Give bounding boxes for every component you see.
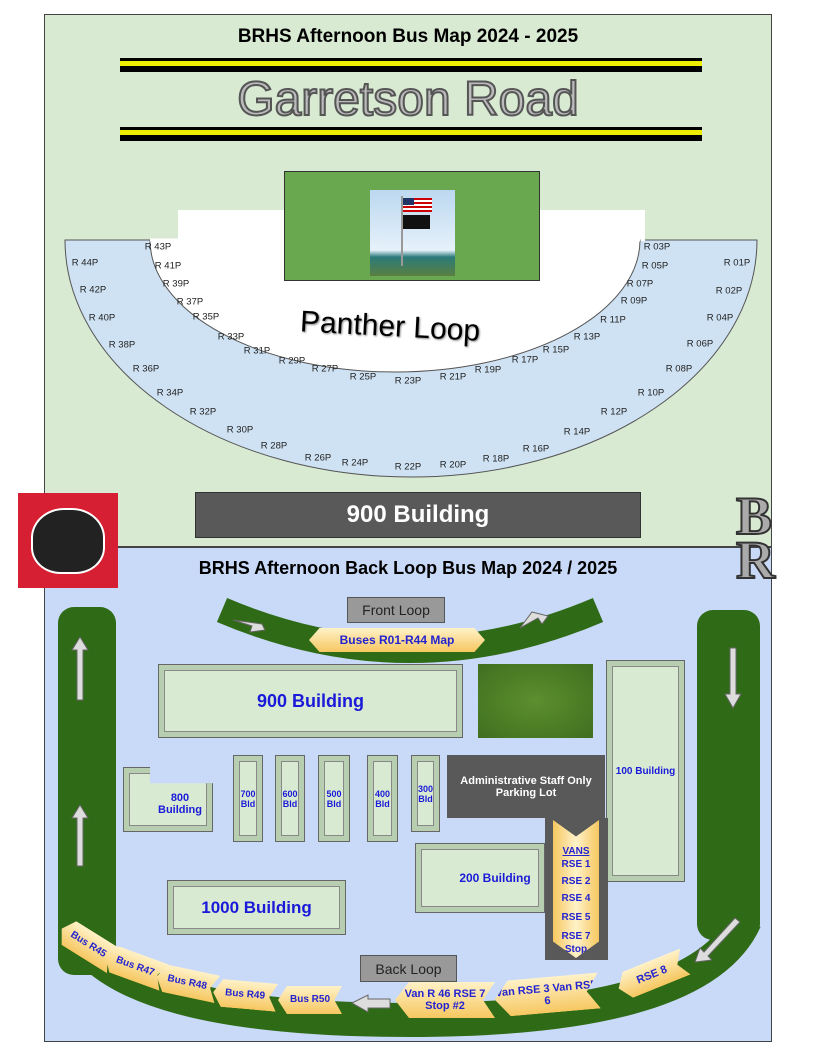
bus-stall-label: R 03P <box>643 241 671 253</box>
arrow-down-icon <box>724 647 742 710</box>
bus-stall-label: R 35P <box>192 311 220 323</box>
van-item: RSE 2 <box>561 876 591 887</box>
bottom-title: BRHS Afternoon Back Loop Bus Map 2024 / … <box>198 558 618 578</box>
bus-stall-label: R 17P <box>511 354 539 366</box>
bus-stall-label: R 30P <box>226 424 254 436</box>
building-700: 700 Bld <box>233 755 263 842</box>
arrow-left-icon <box>350 994 391 1013</box>
bus-stall-label: R 29P <box>278 355 306 367</box>
bus-stall-label: R 43P <box>144 241 172 253</box>
panther-logo <box>18 493 118 588</box>
building-400: 400 Bld <box>367 755 398 842</box>
bus-stall-label: R 32P <box>189 406 217 418</box>
bus-stall-label: R 37P <box>176 296 204 308</box>
bus-stall-label: R 40P <box>88 312 116 324</box>
left-road <box>58 607 116 975</box>
arrow-right-icon <box>232 619 266 633</box>
vans-arrow: VANS RSE 1 RSE 2 RSE 4 RSE 5 RSE 7 Stop … <box>553 820 599 958</box>
building-1000: 1000 Building <box>167 880 346 935</box>
bus-stall-label: R 42P <box>79 284 107 296</box>
bus-stall-label: R 38P <box>108 339 136 351</box>
bus-stall-label: R 09P <box>620 295 648 307</box>
building-300: 300 Bld <box>411 755 440 832</box>
bus-stall-label: R 02P <box>715 285 743 297</box>
grass-field <box>478 664 593 738</box>
bus-stall-label: R 18P <box>482 453 510 465</box>
bus-stall-label: R 05P <box>641 260 669 272</box>
bus-stall-label: R 11P <box>600 314 626 326</box>
bus-stall-label: R 27P <box>311 363 339 375</box>
bus-stall-label: R 07P <box>626 278 654 290</box>
building-100: 100 Building <box>606 660 685 882</box>
bus-stall-label: R 13P <box>573 331 601 343</box>
bus-stall-label: R 14P <box>563 426 591 438</box>
bus-stall-label: R 08P <box>665 363 693 375</box>
van-item: RSE 1 <box>561 859 591 870</box>
vans-heading: VANS <box>562 846 590 857</box>
bus-chevron: Bus R50 <box>278 986 342 1014</box>
bus-chevron: Van R 46 RSE 7 Stop #2 <box>395 982 495 1018</box>
flagpole-photo <box>370 190 455 276</box>
top-900-building: 900 Building <box>195 492 641 538</box>
building-600: 600 Bld <box>275 755 305 842</box>
pow-flag-icon <box>402 215 430 229</box>
bus-stall-label: R 20P <box>439 459 467 471</box>
bus-stall-label: R 01P <box>723 257 751 269</box>
road-stripe-top <box>120 58 702 72</box>
bus-chevron: Bus R49 <box>212 978 278 1011</box>
bus-stall-label: R 41P <box>154 260 182 272</box>
van-item: RSE 4 <box>561 893 591 904</box>
bus-stall-label: R 04P <box>706 312 734 324</box>
bus-stall-label: R 12P <box>600 406 628 418</box>
bus-stall-label: R 16P <box>522 443 550 455</box>
van-item: RSE 5 <box>561 912 591 923</box>
bus-stall-label: R 23P <box>394 375 422 387</box>
front-loop-arrow: Buses R01-R44 Map <box>309 628 485 652</box>
bus-stall-label: R 44P <box>71 257 99 269</box>
bus-stall-label: R 21P <box>439 371 467 383</box>
bus-stall-label: R 24P <box>341 457 369 469</box>
road-name: Garretson Road <box>236 72 580 127</box>
arrow-up-icon <box>71 804 89 867</box>
building-200: 200 Building <box>415 843 545 913</box>
bus-stall-label: R 22P <box>394 461 422 473</box>
arrow-up-right-icon <box>519 611 549 629</box>
bus-stall-label: R 26P <box>304 452 332 464</box>
building-800: 800 Building <box>158 792 202 816</box>
bus-stall-label: R 36P <box>132 363 160 375</box>
road-stripe-bottom <box>120 127 702 141</box>
bus-stall-label: R 06P <box>686 338 714 350</box>
front-loop-label: Front Loop <box>347 597 445 623</box>
bus-stall-label: R 19P <box>474 364 502 376</box>
bus-stall-label: R 39P <box>162 278 190 290</box>
admin-parking-lot: Administrative Staff Only Parking Lot <box>447 755 605 818</box>
bus-stall-label: R 33P <box>217 331 245 343</box>
bus-stall-label: R 34P <box>156 387 184 399</box>
building-500: 500 Bld <box>318 755 350 842</box>
bus-stall-label: R 28P <box>260 440 288 452</box>
bus-stall-label: R 15P <box>542 344 570 356</box>
top-title: BRHS Afternoon Bus Map 2024 - 2025 <box>237 26 579 47</box>
bus-stall-label: R 31P <box>243 345 271 357</box>
bus-stall-label: R 25P <box>349 371 377 383</box>
van-item: RSE 7 Stop #1 <box>561 931 591 958</box>
arrow-up-icon <box>71 636 89 701</box>
building-900: 900 Building <box>158 664 463 738</box>
bus-stall-label: R 10P <box>637 387 665 399</box>
back-loop-label: Back Loop <box>360 955 457 982</box>
right-road <box>697 610 760 940</box>
arrow-down-left-icon <box>694 917 741 963</box>
